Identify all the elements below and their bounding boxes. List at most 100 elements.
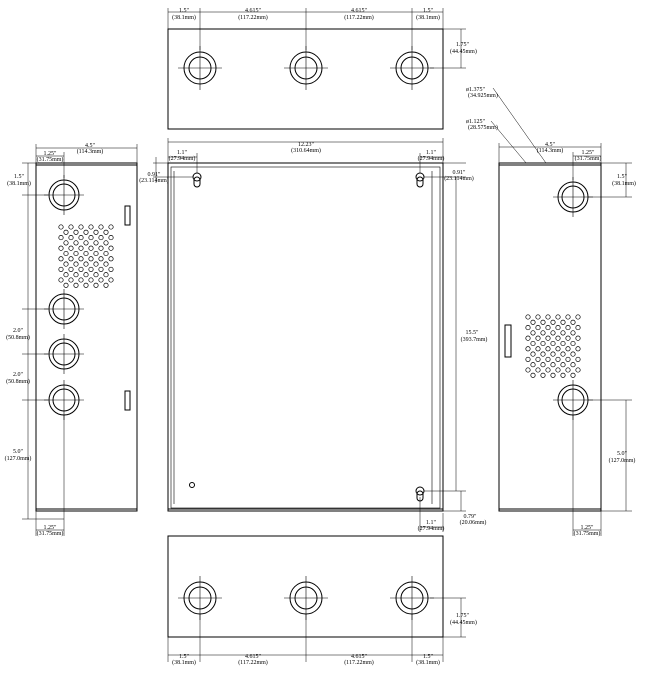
dim-left-125-top: 1.25" [44,151,58,157]
vent-hole [108,266,114,272]
dim-top-175: 1.75" [456,42,470,48]
callout-ko-small-mm: (28.575mm) [468,124,498,131]
dim-left-15-mm: (38.1mm) [7,180,31,187]
vent-hole [73,282,79,288]
front-panel [167,162,444,512]
dim-front-width-mm: (310.64mm) [291,147,321,154]
left-knockout-1 [44,175,84,215]
dim-right-50: 5.0" [617,451,628,457]
vent-hole [540,351,546,357]
dim-right-15: 1.5" [617,174,628,180]
vent-hole [525,367,531,373]
right-top-dimension [498,143,602,180]
dim-front-width: 12.23" [298,142,315,148]
vent-hole [88,245,94,251]
vent-hole [73,272,79,278]
vent-hole [78,256,84,262]
dim-front-11-bot-mm: (27.94mm) [418,525,445,532]
dim-bot-175-mm: (44.45mm) [450,619,477,626]
vent-hole [560,319,566,325]
vent-hole [63,282,69,288]
dim-bot-15-a-mm: (38.1mm) [172,659,196,666]
vent-hole [68,224,74,230]
vent-hole [565,367,571,373]
left-side-view: 4.5" (114.3mm) 1.25" (31.75mm) 1.5" (38.… [5,143,138,537]
vent-hole [560,330,566,336]
top-knockout-2 [284,46,328,90]
vent-hole [535,335,541,341]
top-175-dimension [430,28,466,69]
vent-hole [540,362,546,368]
vent-hole [88,235,94,241]
left-vertical-dimension [22,162,65,536]
dim-top-15-a: 1.5" [179,8,190,14]
vent-hole [530,340,536,347]
callout-ko-large-mm: (34.925mm) [468,92,498,99]
left-slot-lower [124,390,131,411]
vent-hole [58,235,64,241]
vent-hole [83,272,89,278]
left-top-dimension [35,144,138,178]
bottom-dimension-line [167,614,444,662]
vent-hole [63,229,69,235]
vent-hole [68,235,74,241]
vent-hole [565,314,571,320]
vent-hole [58,266,64,272]
vent-hole [68,277,74,283]
lock-hole [189,482,195,488]
vent-hole [78,266,84,272]
vent-hole [63,240,69,246]
dim-left-20-b-mm: (50.8mm) [6,378,30,385]
vent-hole [535,314,541,320]
vent-hole [530,351,536,357]
vent-hole [550,319,556,325]
vent-hole [68,256,74,262]
vent-hole [103,229,109,235]
front-091-left-dimension [153,157,193,183]
vent-hole [83,229,89,235]
vent-hole [93,240,99,246]
vent-hole [560,362,566,368]
dim-front-height-mm: (393.7mm) [461,336,488,343]
dim-left-20-a-mm: (50.8mm) [6,334,30,341]
dim-top-15-b: 1.5" [423,8,434,14]
left-vent-grid [58,224,114,288]
vent-hole [63,272,69,278]
vent-hole [108,224,114,230]
vent-hole [73,250,79,257]
vent-hole [525,356,531,362]
dim-right-125-bot-mm: (31.75mm) [574,530,601,537]
vent-hole [88,266,94,272]
dim-top-4615-a-mm: (117.22mm) [238,14,268,21]
front-079-dimension [443,491,466,512]
dim-left-125-bot-mm: (31.75mm) [37,530,64,537]
vent-hole [73,229,79,235]
vent-hole [575,325,581,331]
dim-left-50-mm: (127.0mm) [5,455,32,462]
vent-hole [550,362,556,368]
dim-left-width: 4.5" [85,143,96,149]
dim-left-20-b: 2.0" [13,372,24,378]
dim-bot-15-a: 1.5" [179,654,190,660]
top-view: 1.5" (38.1mm) 4.615" (117.22mm) 4.615" (… [167,8,477,130]
vent-hole [98,256,104,262]
vent-hole [103,272,109,278]
left-knockout-3 [44,334,84,374]
dim-front-11-bot: 1.1" [426,520,437,526]
dim-bot-4615-b-mm: (117.22mm) [344,659,374,666]
left-knockout-2 [44,289,84,329]
vent-hole [58,245,64,251]
right-side-view: 4.5" (114.3mm) 1.25" (31.75mm) 1.5" (38.… [498,142,636,537]
vent-hole [570,362,576,368]
vent-hole [93,229,99,235]
dim-top-15-b-mm: (38.1mm) [416,14,440,21]
vent-hole [93,282,99,288]
dim-bot-15-b: 1.5" [423,654,434,660]
dim-left-125-top-mm: (31.75mm) [37,156,64,163]
dim-left-50: 5.0" [13,449,24,455]
vent-hole [83,282,89,288]
vent-hole [540,340,546,347]
dim-left-125-bot: 1.25" [44,525,58,531]
vent-hole [103,240,109,246]
